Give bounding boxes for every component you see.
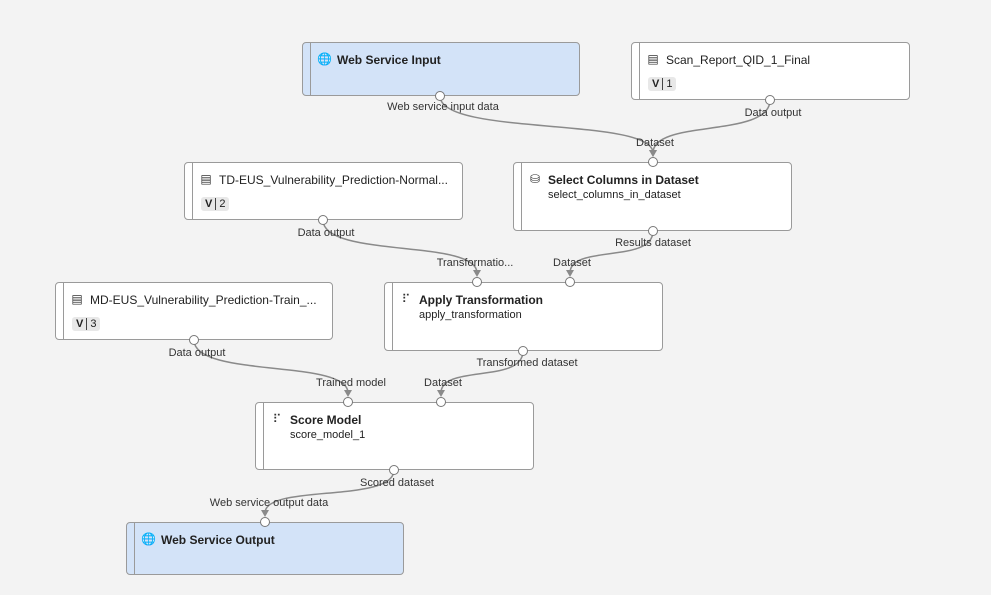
arrow-head-icon xyxy=(344,390,352,397)
port-scan-out[interactable] xyxy=(765,95,775,105)
port-select-in[interactable] xyxy=(648,157,658,167)
dataset-icon: ▤ xyxy=(200,172,212,186)
node-web-service-output[interactable]: 🌐 Web Service Output xyxy=(126,522,404,575)
port-select-out[interactable] xyxy=(648,226,658,236)
node-td-dataset[interactable]: ▤ TD-EUS_Vulnerability_Prediction-Normal… xyxy=(184,162,463,220)
arrow-head-icon xyxy=(437,390,445,397)
module-icon: ⠏ xyxy=(401,292,411,306)
port-td-out[interactable] xyxy=(318,215,328,225)
connection-edge[interactable] xyxy=(440,350,524,394)
port-apply-in2[interactable] xyxy=(565,277,575,287)
arrow-head-icon xyxy=(566,270,574,277)
port-wsi-out[interactable] xyxy=(435,91,445,101)
database-gear-icon: ⛁ xyxy=(529,172,541,186)
port-score-in2[interactable] xyxy=(436,397,446,407)
port-apply-out[interactable] xyxy=(518,346,528,356)
port-label: Transformed dataset xyxy=(476,357,578,369)
port-label: Web service output data xyxy=(209,497,329,509)
node-md-model[interactable]: ▤ MD-EUS_Vulnerability_Prediction-Train_… xyxy=(55,282,333,340)
port-label: Transformatio... xyxy=(436,257,514,269)
node-score-model[interactable]: ⠏ Score Model score_model_1 xyxy=(255,402,534,470)
port-label: Data output xyxy=(168,347,226,359)
connection-edge[interactable] xyxy=(439,95,654,154)
port-score-out[interactable] xyxy=(389,465,399,475)
port-md-out[interactable] xyxy=(189,335,199,345)
port-label: Dataset xyxy=(424,377,462,389)
dataset-icon: ▤ xyxy=(71,292,83,306)
connection-edge[interactable] xyxy=(652,99,771,154)
port-label: Trained model xyxy=(316,377,386,389)
arrow-head-icon xyxy=(261,510,269,517)
port-label: Scored dataset xyxy=(360,477,434,489)
node-apply-transformation[interactable]: ⠏ Apply Transformation apply_transformat… xyxy=(384,282,663,351)
arrow-head-icon xyxy=(649,150,657,157)
node-select-columns[interactable]: ⛁ Select Columns in Dataset select_colum… xyxy=(513,162,792,231)
module-icon: ⠏ xyxy=(272,412,282,426)
connection-edge[interactable] xyxy=(569,230,654,274)
port-wso-in[interactable] xyxy=(260,517,270,527)
port-label: Dataset xyxy=(553,257,591,269)
port-label: Data output xyxy=(744,107,802,119)
globe-icon: 🌐 xyxy=(141,532,156,546)
port-apply-in1[interactable] xyxy=(472,277,482,287)
arrow-head-icon xyxy=(473,270,481,277)
port-label: Dataset xyxy=(636,137,674,149)
connection-edge[interactable] xyxy=(264,469,395,514)
node-web-service-input[interactable]: 🌐 Web Service Input xyxy=(302,42,580,96)
port-score-in1[interactable] xyxy=(343,397,353,407)
connection-edge[interactable] xyxy=(322,219,478,274)
port-label: Data output xyxy=(297,227,355,239)
port-label: Results dataset xyxy=(615,237,691,249)
port-label: Web service input data xyxy=(387,101,499,113)
dataset-icon: ▤ xyxy=(647,52,659,66)
connection-edge[interactable] xyxy=(193,339,349,394)
globe-icon: 🌐 xyxy=(317,52,332,66)
